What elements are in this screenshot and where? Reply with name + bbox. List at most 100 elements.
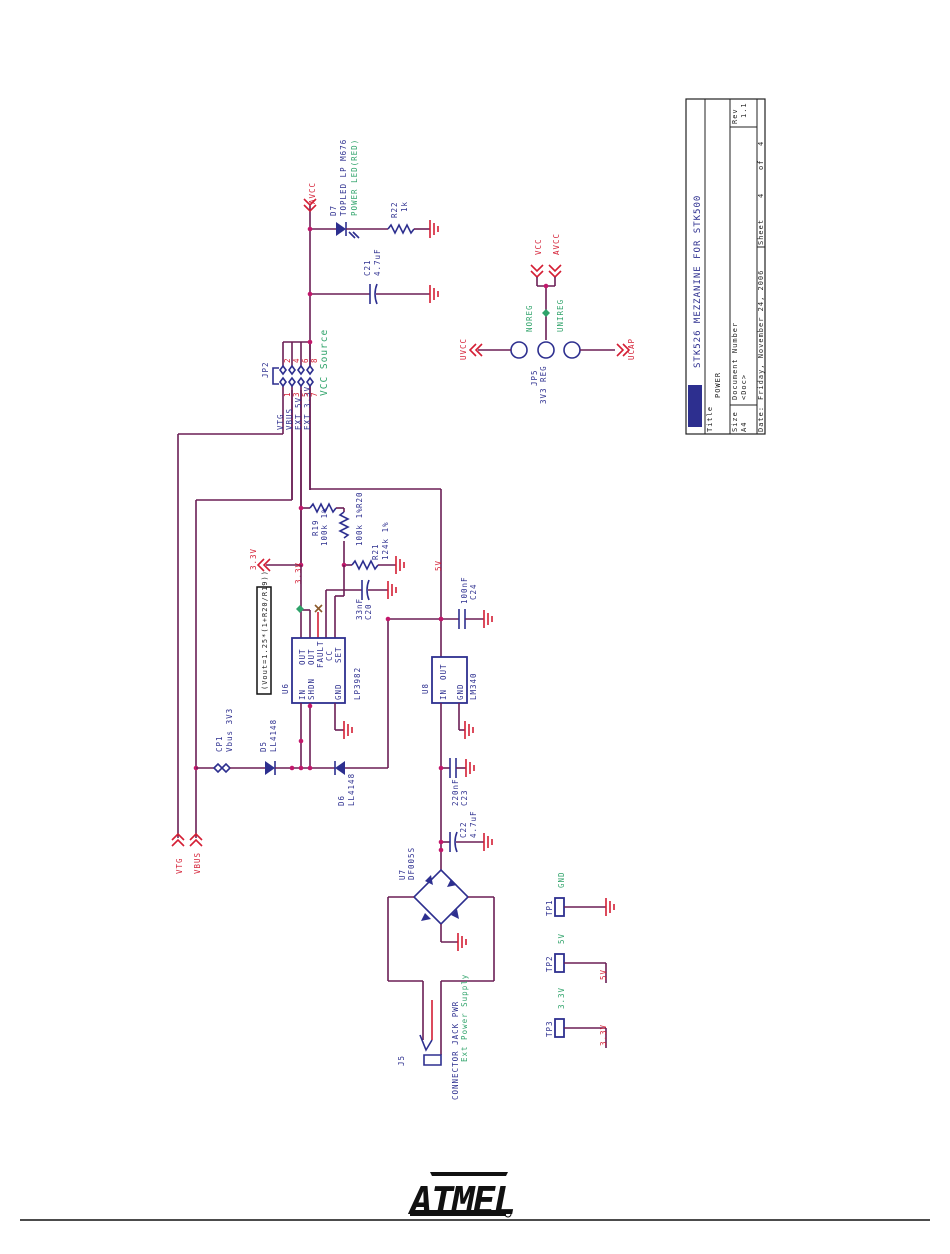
test-points: TP1 GND TP2 5V 5V TP3 3.3V 3.3V — [545, 871, 615, 1048]
noreg-note: NOREG — [525, 304, 534, 332]
u7-bridge-outline — [412, 868, 470, 926]
u6-pin-fault: FAULT — [316, 640, 325, 668]
r20-ref: R20 — [355, 491, 364, 508]
cp1-jumper-icon — [212, 762, 232, 774]
ground-icon — [387, 581, 397, 599]
jp5-pin1-icon — [510, 341, 528, 359]
of-label: of — [757, 160, 765, 170]
size-label: Size — [731, 411, 739, 432]
r19-val: 100k 1% — [320, 507, 329, 546]
atmel-logo-bar-icon — [410, 1210, 506, 1216]
vbus-port-icon — [189, 832, 203, 847]
c21-val: 4.7uF — [373, 248, 382, 276]
r20-resistor-icon — [338, 511, 350, 539]
tp2-pad-icon — [554, 953, 565, 973]
ground-icon — [605, 898, 615, 916]
c20-val: 33nF — [355, 598, 364, 620]
jp5-selector: VCC AVCC UVCC UCAP NOREG UNIREG JP5 3V3 … — [459, 233, 636, 404]
avcc-port-icon-2 — [548, 264, 562, 279]
vtg-vbus-rails: VTG VBUS — [171, 433, 292, 874]
ground-icon — [465, 759, 475, 777]
3v3-node-label: 3.3V — [294, 562, 303, 584]
ground-icon — [429, 220, 439, 238]
jp2-ext33v-label: EXT 3.3V — [303, 386, 312, 430]
r22-resistor-icon — [387, 223, 415, 235]
registered-mark-icon — [504, 1210, 512, 1218]
feedback-network: R19 100k 1% R20 100k 1% R21 124k 1% 33nF… — [298, 491, 405, 620]
ground-icon — [343, 721, 353, 739]
tp2-ref: TP2 — [545, 955, 554, 972]
d5-diode-icon — [265, 761, 275, 775]
r20-val: 100k 1% — [355, 507, 364, 546]
d6-ref: D6 — [337, 795, 346, 806]
u7-ref: U7 — [398, 869, 407, 880]
r21-val: 124k 1% — [381, 521, 390, 560]
u6-regulator: OUT OUT FAULT CC SET IN SHDN GND U6 LP39… — [281, 565, 362, 768]
sheet-total: 4 — [757, 141, 765, 146]
title-label: Title — [706, 406, 714, 432]
vbus-net-label: VBUS — [193, 852, 202, 874]
sheet-label: Sheet — [757, 219, 765, 245]
c23-val: 220nF — [451, 778, 460, 806]
c24-ref: C24 — [469, 583, 478, 600]
jp5-pin2-icon — [537, 341, 555, 359]
u6-pin-in: IN — [298, 689, 307, 700]
ground-icon — [429, 285, 439, 303]
jp2-ext5v-label: EXT 5V — [294, 397, 303, 430]
ground-icon — [395, 556, 405, 574]
d7-note: POWER LED(RED) — [350, 139, 359, 216]
3v3-port: 3.3V 3.3V — [249, 548, 303, 584]
docnum-value: <Doc> — [740, 374, 748, 400]
c22-capacitor-icon — [454, 831, 458, 853]
r21-resistor-icon — [351, 559, 379, 571]
r21-ref: R21 — [371, 543, 380, 560]
jp2-ref: JP2 — [261, 361, 270, 378]
d7-led-icon — [336, 222, 346, 236]
r22-val: 1k — [400, 201, 409, 212]
c22-ref: C22 — [459, 821, 468, 838]
c23-ref: C23 — [460, 789, 469, 806]
3v3-port-label: 3.3V — [249, 548, 258, 570]
u6-ref: U6 — [281, 683, 290, 694]
ground-icon — [483, 610, 493, 628]
date-value: Friday, November 24, 2006 — [757, 270, 765, 400]
u8-pin-gnd: GND — [456, 683, 465, 700]
rev-value: 1.1 — [740, 102, 748, 118]
d7-ref: D7 — [329, 205, 338, 216]
svg-text:7: 7 — [310, 391, 319, 397]
title-logo-icon — [688, 385, 702, 427]
tp3-note: 3.3V — [557, 987, 566, 1009]
jp5-val: 3V3 REG — [539, 365, 548, 404]
svg-text:2: 2 — [283, 357, 292, 363]
u8-pin-in: IN — [439, 689, 448, 700]
uvcc-net-label: UVCC — [459, 338, 468, 360]
atmel-logo-text: ATMEL — [407, 1179, 514, 1223]
c24: 100nF C24 — [438, 576, 493, 629]
no-connect-x-icon — [314, 604, 323, 613]
c20-capacitor-icon — [366, 579, 370, 601]
d5-part: LL4148 — [269, 719, 278, 752]
u6-pin-shdn: SHDN — [307, 678, 316, 700]
d6-diode-icon — [335, 761, 345, 775]
u6-pin-out2: OUT — [307, 648, 316, 665]
j5-ref: J5 — [397, 1055, 406, 1066]
u7-part: DF005S — [407, 847, 416, 880]
tp1-note: GND — [557, 871, 566, 888]
jp5-junction-marker — [542, 309, 550, 317]
ucap-port-icon — [616, 343, 631, 357]
input-diodes: CP1 Vbus 3V3 D5 LL4148 D6 LL4148 — [196, 616, 441, 806]
avcc-net-label-2: AVCC — [552, 233, 561, 255]
vtg-port-icon — [171, 832, 185, 847]
svg-text:6: 6 — [301, 357, 310, 363]
sheet-name: POWER — [714, 372, 722, 398]
j5-connector: J5 CONNECTOR JACK PWR Ext Power Supply — [397, 974, 469, 1100]
atmel-logo-swoosh-icon — [430, 1172, 508, 1176]
unireg-note: UNIREG — [556, 299, 565, 332]
svg-text:1: 1 — [283, 391, 292, 397]
d5-ref: D5 — [259, 741, 268, 752]
ground-icon — [457, 933, 467, 951]
u7-bridge: U7 DF005S — [387, 847, 495, 982]
jp2-vtg-label: VTG — [276, 413, 285, 430]
svg-text:3: 3 — [292, 391, 301, 397]
